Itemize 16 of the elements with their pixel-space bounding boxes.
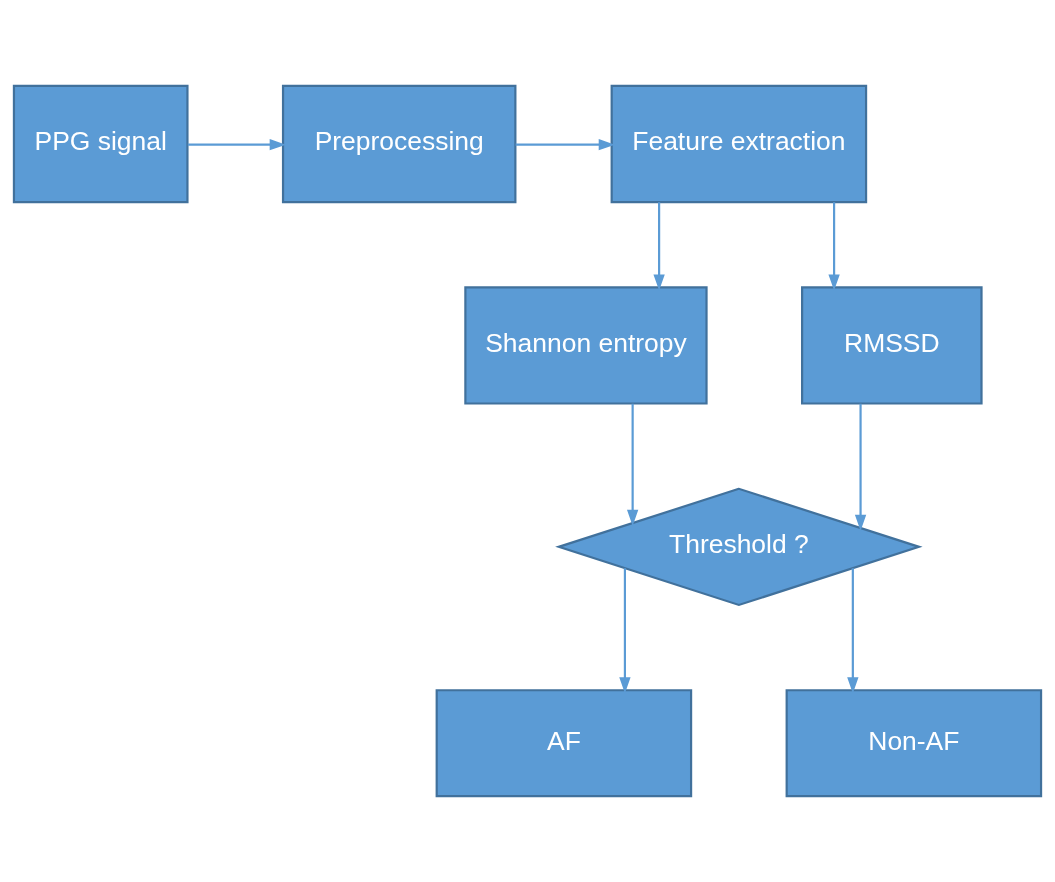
arrow xyxy=(626,403,639,526)
node-box: Shannon entropy xyxy=(464,286,708,405)
arrow xyxy=(847,568,859,694)
node-box: AF xyxy=(435,689,693,798)
node-box: Feature extraction xyxy=(610,84,868,204)
node-box: Preprocessing xyxy=(281,84,517,204)
arrow xyxy=(854,403,867,531)
node-diamond: Threshold ? xyxy=(555,487,923,607)
arrow xyxy=(187,139,286,151)
node-box: RMSSD xyxy=(801,286,983,405)
arrow xyxy=(828,202,840,291)
arrow xyxy=(619,568,631,694)
arrow xyxy=(515,139,615,151)
node-box: Non-AF xyxy=(785,689,1043,798)
node-box: PPG signal xyxy=(12,84,189,204)
arrow xyxy=(653,202,665,291)
